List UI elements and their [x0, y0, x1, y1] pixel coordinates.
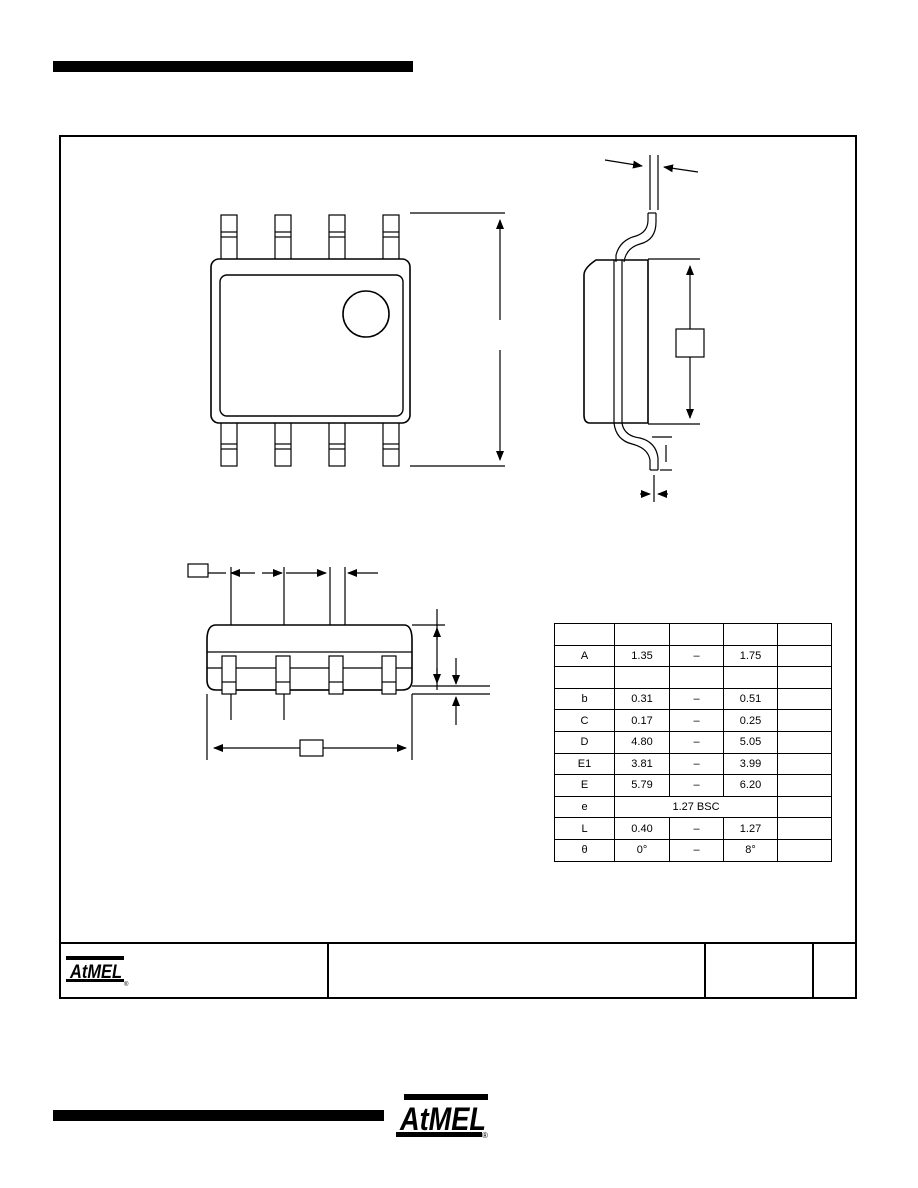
table-header-cell [669, 623, 724, 646]
min-cell: 3.81 [614, 752, 670, 776]
package-top-face [219, 274, 404, 417]
pin1-marker [342, 290, 390, 338]
nom-cell: – [669, 838, 724, 862]
note-cell [777, 817, 832, 840]
note-cell [777, 795, 832, 819]
min-cell: 0° [614, 838, 670, 862]
footer-rule [53, 1110, 384, 1121]
lower-leads [220, 420, 400, 467]
symbol-cell: C [554, 709, 615, 732]
min-cell: 0.40 [614, 817, 670, 840]
note-cell [777, 709, 832, 732]
note-cell [777, 774, 832, 797]
symbol-cell: E [554, 774, 615, 797]
note-cell [777, 687, 832, 711]
min-cell: 0.31 [614, 687, 670, 711]
symbol-cell [554, 666, 615, 689]
symbol-cell: b [554, 687, 615, 711]
svg-text:®: ® [482, 1131, 488, 1140]
max-cell: 0.25 [723, 709, 778, 732]
nom-cell: – [669, 709, 724, 732]
symbol-cell: L [554, 817, 615, 840]
package-drawing-frame [59, 135, 857, 999]
table-header-cell [554, 623, 615, 646]
svg-text:AtMEL: AtMEL [399, 1101, 486, 1137]
min-cell: 0.17 [614, 709, 670, 732]
symbol-cell: e [554, 795, 615, 819]
symbol-cell: D [554, 730, 615, 754]
table-header-cell [777, 623, 832, 646]
table-header-cell [723, 623, 778, 646]
end-view [187, 563, 490, 760]
header-rule [53, 61, 413, 72]
min-cell: 5.79 [614, 774, 670, 797]
table-row [554, 666, 832, 689]
svg-text:®: ® [124, 981, 129, 988]
top-view [210, 212, 505, 467]
nom-cell: – [669, 817, 724, 840]
title-block [59, 942, 857, 999]
note-cell [777, 644, 832, 668]
table-header-cell [614, 623, 670, 646]
max-cell: 1.27 [723, 817, 778, 840]
max-cell: 3.99 [723, 752, 778, 776]
max-cell: 8° [723, 838, 778, 862]
upper-leads [220, 214, 400, 261]
note-cell [777, 752, 832, 776]
symbol-cell: E1 [554, 752, 615, 776]
min-cell: 1.35 [614, 644, 670, 668]
symbol-cell: θ [554, 838, 615, 862]
max-cell: 0.51 [723, 687, 778, 711]
note-cell [777, 838, 832, 862]
bsc-cell: 1.27 BSC [614, 795, 778, 819]
min-cell: 4.80 [614, 730, 670, 754]
nom-cell: – [669, 752, 724, 776]
max-cell: 1.75 [723, 644, 778, 668]
note-cell [777, 666, 832, 689]
table-header-row [554, 623, 832, 646]
nom-cell [669, 666, 724, 689]
note-cell [777, 730, 832, 754]
nom-cell: – [669, 687, 724, 711]
nom-cell: – [669, 644, 724, 668]
side-view [583, 155, 705, 502]
symbol-cell: A [554, 644, 615, 668]
min-cell [614, 666, 670, 689]
max-cell: 6.20 [723, 774, 778, 797]
footer-atmel-logo: AtMEL ® [396, 1094, 488, 1140]
package-body [210, 258, 411, 424]
nom-cell: – [669, 730, 724, 754]
svg-text:AtMEL: AtMEL [69, 962, 122, 983]
max-cell: 5.05 [723, 730, 778, 754]
small-atmel-logo: AtMEL ® [66, 956, 129, 988]
max-cell [723, 666, 778, 689]
nom-cell: – [669, 774, 724, 797]
